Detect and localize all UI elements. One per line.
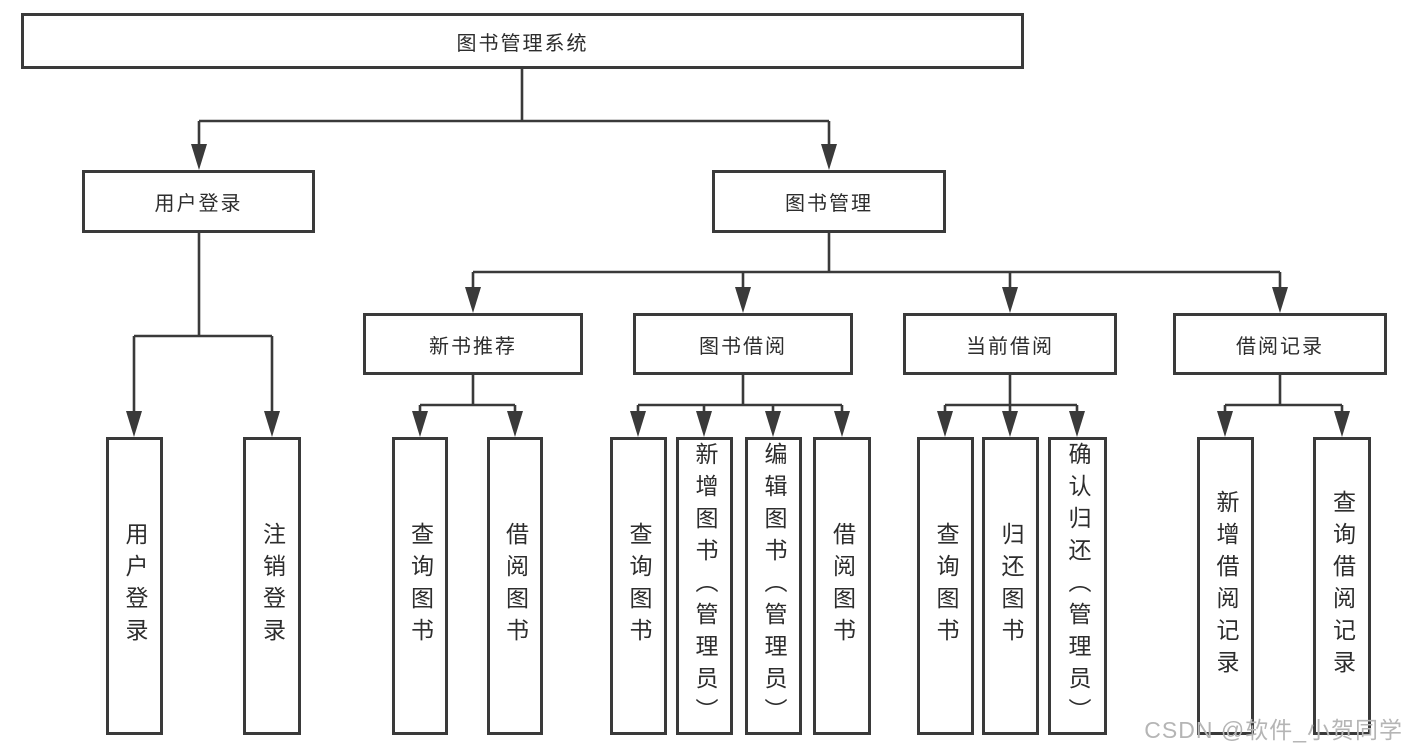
node-label: 新书推荐: [429, 335, 517, 358]
arrowhead: [765, 411, 781, 437]
node-borrowing-records: 借阅记录: [1173, 313, 1387, 375]
leaf-borrow-books: 借阅图书: [813, 437, 871, 735]
leaf-label: 查询图书: [626, 522, 652, 650]
connector-lines: [132, 69, 1344, 413]
node-label: 借阅记录: [1236, 335, 1324, 358]
node-library-management-system: 图书管理系统: [21, 13, 1024, 69]
arrowhead: [821, 144, 837, 170]
leaf-label: 查询图书: [407, 522, 434, 650]
leaf-label: 借阅图书: [502, 522, 529, 650]
node-label: 用户登录: [154, 193, 243, 215]
leaf-return-books: 归还图书: [982, 437, 1039, 735]
leaf-label: 查询借阅记录: [1329, 490, 1356, 682]
leaf-label: 新增图书（管理员）: [692, 442, 718, 730]
arrowhead: [1069, 411, 1085, 437]
arrowhead: [264, 411, 280, 437]
leaf-user-login: 用户登录: [106, 437, 163, 735]
arrowhead: [1217, 411, 1233, 437]
leaf-query-borrow-record: 查询借阅记录: [1313, 437, 1371, 735]
leaf-label: 用户登录: [122, 522, 148, 650]
arrowhead: [696, 411, 712, 437]
arrowhead: [465, 287, 481, 313]
node-label: 当前借阅: [966, 335, 1054, 358]
leaf-query-books-borrowing: 查询图书: [610, 437, 667, 735]
arrowhead: [937, 411, 953, 437]
arrowhead: [735, 287, 751, 313]
leaf-label: 归还图书: [998, 522, 1024, 650]
node-current-borrowing: 当前借阅: [903, 313, 1117, 375]
node-user-login: 用户登录: [82, 170, 315, 233]
leaf-borrow-books-recommend: 借阅图书: [487, 437, 543, 735]
arrowhead: [126, 411, 142, 437]
leaf-logout: 注销登录: [243, 437, 301, 735]
arrowhead: [191, 144, 207, 170]
leaf-confirm-return-admin: 确认归还（管理员）: [1048, 437, 1107, 735]
node-book-management: 图书管理: [712, 170, 946, 233]
leaf-label: 编辑图书（管理员）: [761, 442, 787, 730]
arrowhead: [1002, 287, 1018, 313]
arrowhead: [630, 411, 646, 437]
leaf-add-books-admin: 新增图书（管理员）: [676, 437, 733, 735]
leaf-label: 确认归还（管理员）: [1065, 442, 1091, 730]
arrowhead: [412, 411, 428, 437]
leaf-label: 新增借阅记录: [1213, 490, 1239, 682]
leaf-query-books-recommend: 查询图书: [392, 437, 448, 735]
arrowhead: [834, 411, 850, 437]
arrowhead: [1002, 411, 1018, 437]
leaf-label: 查询图书: [933, 522, 959, 650]
leaf-edit-books-admin: 编辑图书（管理员）: [745, 437, 802, 735]
arrowhead: [507, 411, 523, 437]
node-book-borrowing: 图书借阅: [633, 313, 853, 375]
leaf-label: 借阅图书: [829, 522, 856, 650]
leaf-add-borrow-record: 新增借阅记录: [1197, 437, 1254, 735]
node-label: 图书管理: [785, 193, 873, 215]
arrowhead: [1334, 411, 1350, 437]
node-label: 图书借阅: [699, 335, 787, 358]
leaf-label: 注销登录: [259, 522, 286, 650]
arrowheads-group: [126, 144, 1350, 437]
node-label: 图书管理系统: [456, 32, 589, 55]
node-new-book-recommend: 新书推荐: [363, 313, 583, 375]
leaf-query-books-current: 查询图书: [917, 437, 974, 735]
csdn-watermark: CSDN @软件_小贺同学: [1144, 717, 1403, 743]
arrowhead: [1272, 287, 1288, 313]
